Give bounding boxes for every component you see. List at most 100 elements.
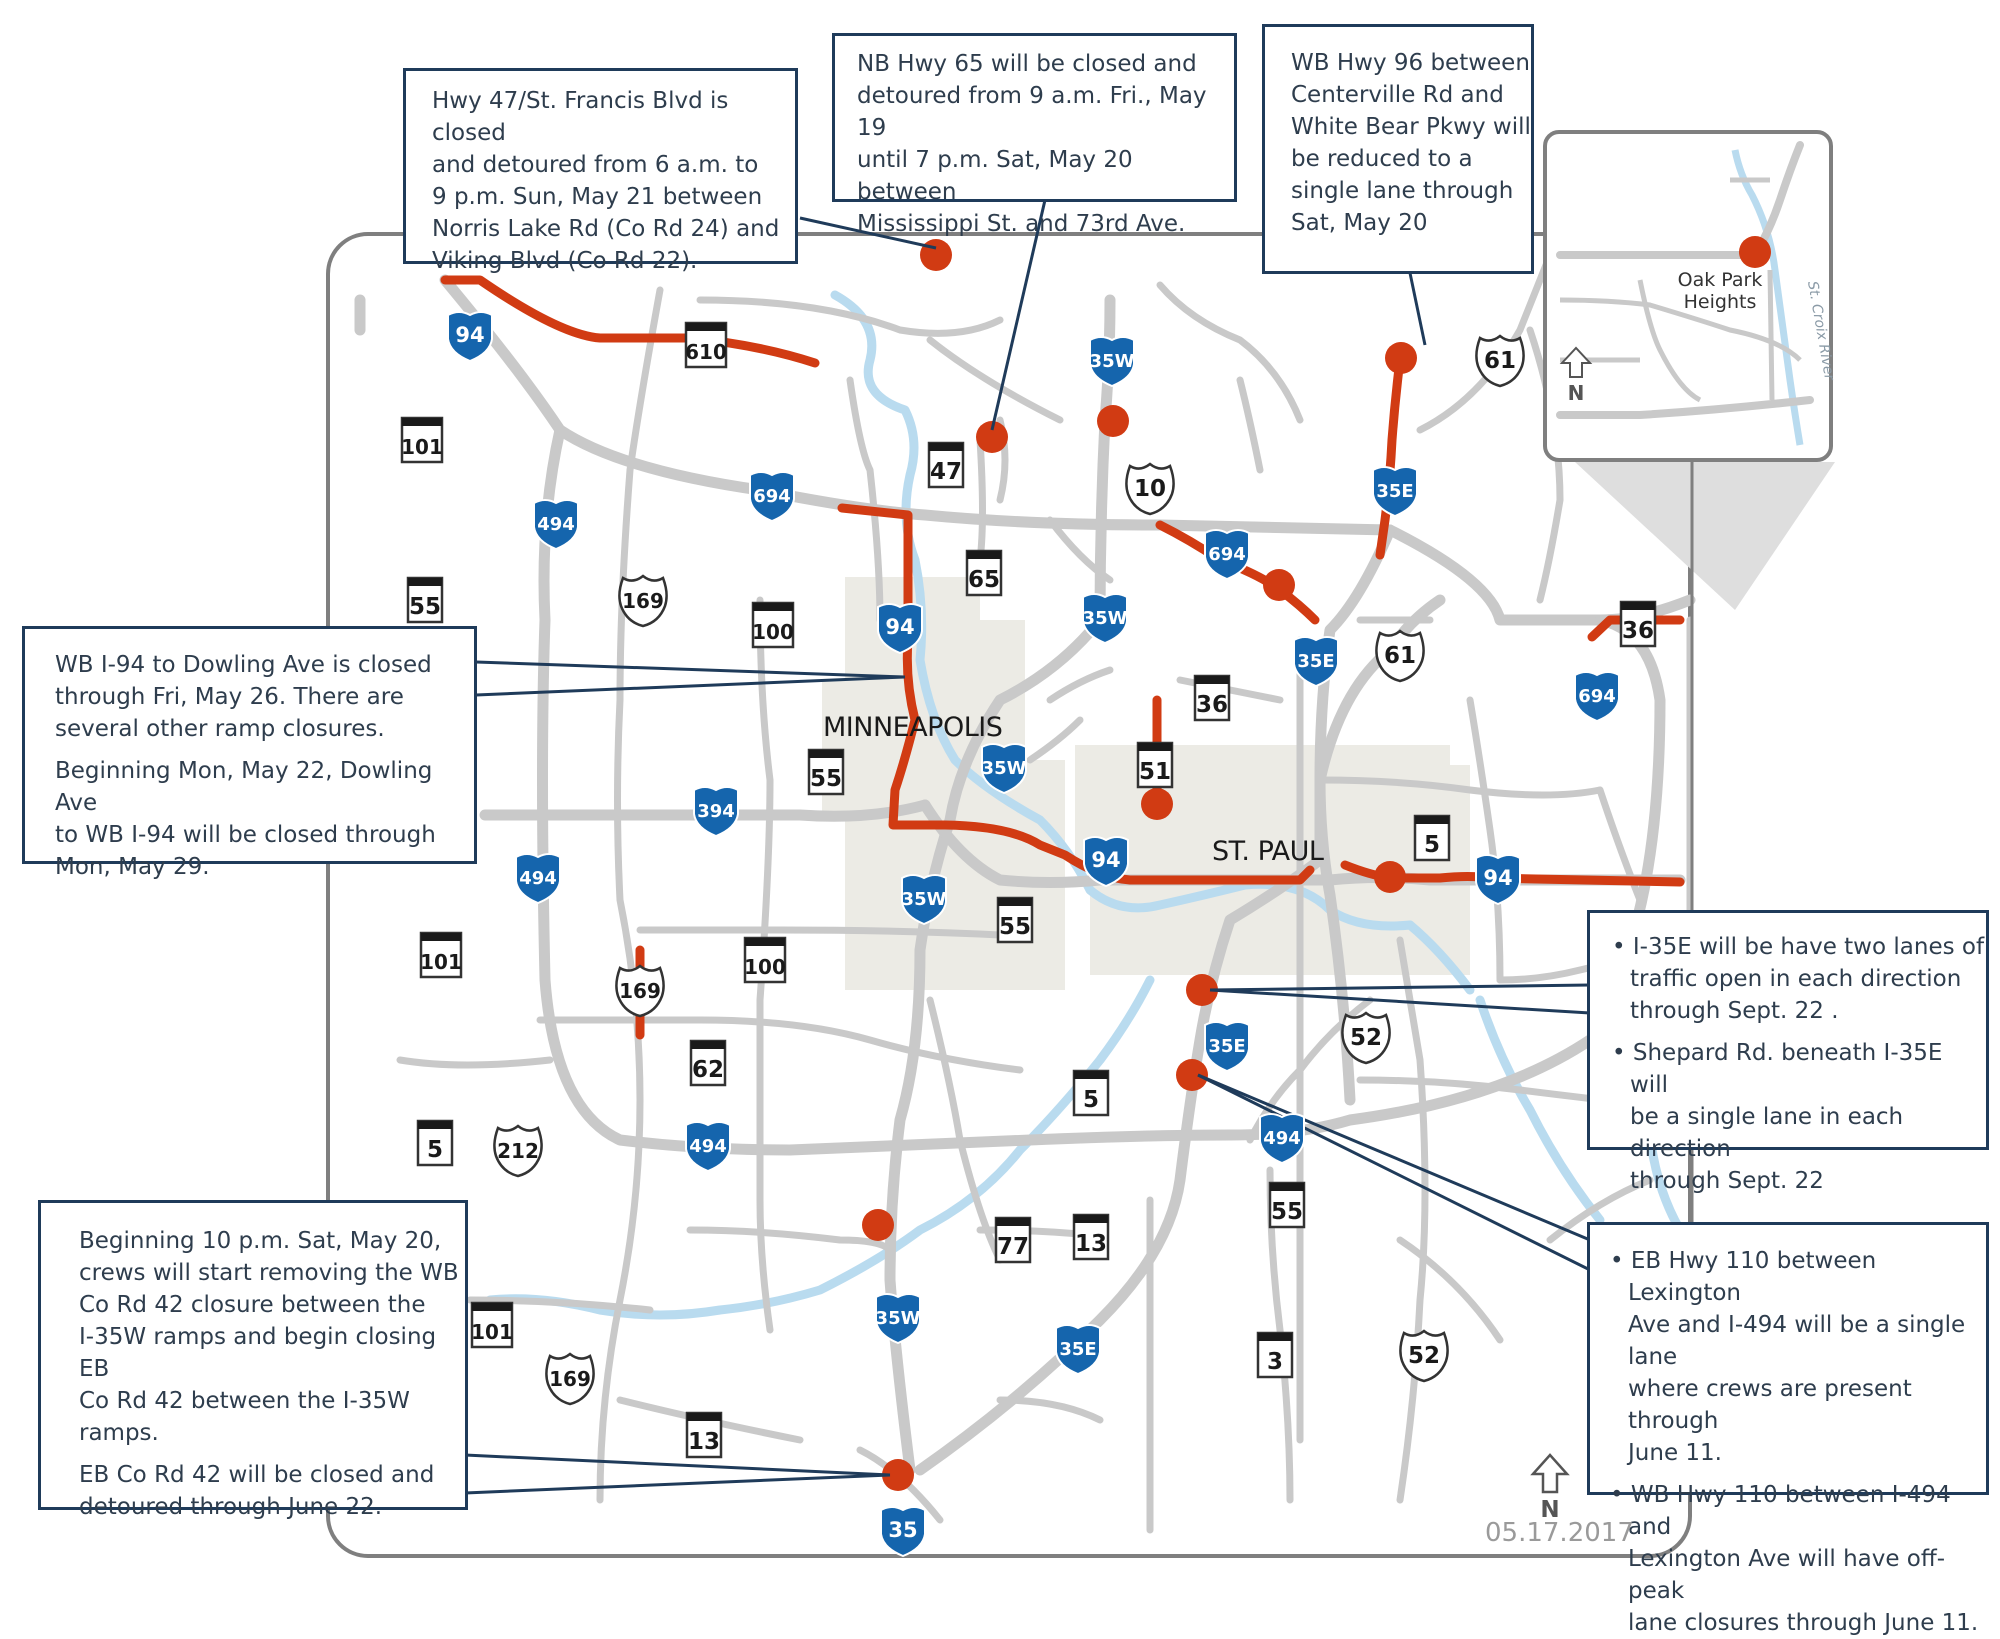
shield-number: 55 [1271,1199,1303,1225]
shield-number: 65 [968,567,1000,593]
interstate-shield-494: 494 [1259,1113,1305,1165]
shield-number: 35W [902,889,947,910]
route-shield-169: 169 [618,574,668,628]
north-arrow-icon [1530,1453,1570,1494]
map-date: 05.17.2017 [1485,1518,1634,1548]
callout-line: • EB Hwy 110 between Lexington [1610,1248,1877,1306]
inset-north-arrow [1559,346,1593,378]
callout-line: Co Rd 42 closure between the [79,1292,426,1318]
route-shield-101: 101 [419,931,463,979]
shield-number: 61 [1384,643,1416,669]
route-shield-77: 77 [994,1216,1032,1264]
interstate-shield-94: 94 [447,311,493,363]
shield-number: 169 [619,979,661,1003]
route-shield-61: 61 [1375,629,1425,683]
interstate-shield-494: 494 [515,853,561,905]
shield-number: 494 [689,1136,727,1157]
route-shield-5: 5 [1072,1069,1110,1117]
callout-line: WB I-94 to Dowling Ave is closed [55,652,432,678]
callout-line: Viking Blvd (Co Rd 22). [432,248,698,274]
inset-map: Oak Park Heights St. Croix River N [1543,130,1837,462]
inset-pointer [1575,462,1835,610]
shield-number: 5 [1424,832,1440,858]
shield-number: 494 [537,514,575,535]
callout-line: EB Co Rd 42 will be closed and [79,1462,435,1488]
shield-number: 694 [1208,544,1246,565]
shield-number: 94 [885,615,914,639]
route-shield-169: 169 [545,1352,595,1406]
route-shield-3: 3 [1256,1331,1294,1379]
route-shield-51: 51 [1136,741,1174,789]
interstate-shield-35w: 35W [875,1293,921,1345]
callout-line: Mon, May 29. [55,854,210,880]
st-paul-area [1075,745,1470,975]
interstate-shield-94: 94 [877,603,923,655]
metro-closure-map: MINNEAPOLIS ST. PAUL 946944946949435W35W… [326,130,1837,1558]
route-shield-13: 13 [685,1411,723,1459]
callout-line: 9 p.m. Sun, May 21 between [432,184,763,210]
interstate-shield-494: 494 [533,499,579,551]
route-shield-36: 36 [1619,600,1657,648]
shield-number: 55 [999,914,1031,940]
interstate-shield-35w: 35W [901,874,947,926]
route-shield-55: 55 [996,896,1034,944]
shield-number: 52 [1350,1025,1382,1051]
callout-line: Mississippi St. and 73rd Ave. [857,211,1186,237]
callout-line: Ave and I-494 will be a single lane [1628,1312,1966,1370]
road-network [354,226,1696,1534]
shield-number: 13 [688,1429,720,1455]
callout-line: WB Hwy 96 between [1291,50,1530,76]
route-shield-101: 101 [400,416,444,464]
shield-number: 55 [409,594,441,620]
shield-number: 494 [519,868,557,889]
callout-line: to WB I-94 will be closed through [55,822,436,848]
shield-number: 10 [1134,476,1166,502]
shield-number: 101 [401,435,443,459]
interstate-shield-494: 494 [685,1121,731,1173]
shield-number: 694 [1578,686,1616,707]
interstate-shield-94: 94 [1475,854,1521,906]
closure-hwy610 [440,275,820,368]
shield-number: 62 [692,1057,724,1083]
inset-place-label: Oak Park [1678,269,1763,291]
callout-line: Sat, May 20 [1291,210,1428,236]
shield-number: 100 [752,620,794,644]
shield-number: 610 [685,340,727,364]
route-shield-5: 5 [416,1119,454,1167]
route-shield-100: 100 [751,601,795,649]
callout-line: I-35W ramps and begin closing EB [79,1324,437,1382]
shield-number: 169 [549,1367,591,1391]
callout-line: be a single lane in each direction [1630,1104,1904,1162]
north-arrow-label: N [1540,1497,1559,1523]
minneapolis-area [822,577,1065,990]
inset-place-label-line2: Heights [1684,291,1757,313]
route-shield-10: 10 [1125,462,1175,516]
callout-paragraph: Beginning 10 p.m. Sat, May 20,crews will… [79,1225,465,1449]
interstate-shield-394: 394 [693,786,739,838]
route-shield-55: 55 [807,748,845,796]
callout-line: Norris Lake Rd (Co Rd 24) and [432,216,780,242]
callout-line: ramps. [79,1420,159,1446]
shield-number: 94 [455,323,484,347]
interstate-shield-694: 694 [1204,529,1250,581]
interstate-shield-94: 94 [1083,836,1129,888]
callout-line: through Sept. 22 . [1630,998,1839,1024]
interstate-shield-35e: 35E [1055,1324,1101,1376]
interstate-shield-35: 35 [880,1506,926,1558]
route-shield-13: 13 [1072,1213,1110,1261]
callout-line: • I-35E will be have two lanes of [1612,934,1985,960]
shield-number: 494 [1263,1128,1301,1149]
shield-number: 47 [930,459,962,485]
closure-points [862,239,1417,1491]
callout-line: single lane through [1291,178,1514,204]
callout-line: through Fri, May 26. There are [55,684,404,710]
